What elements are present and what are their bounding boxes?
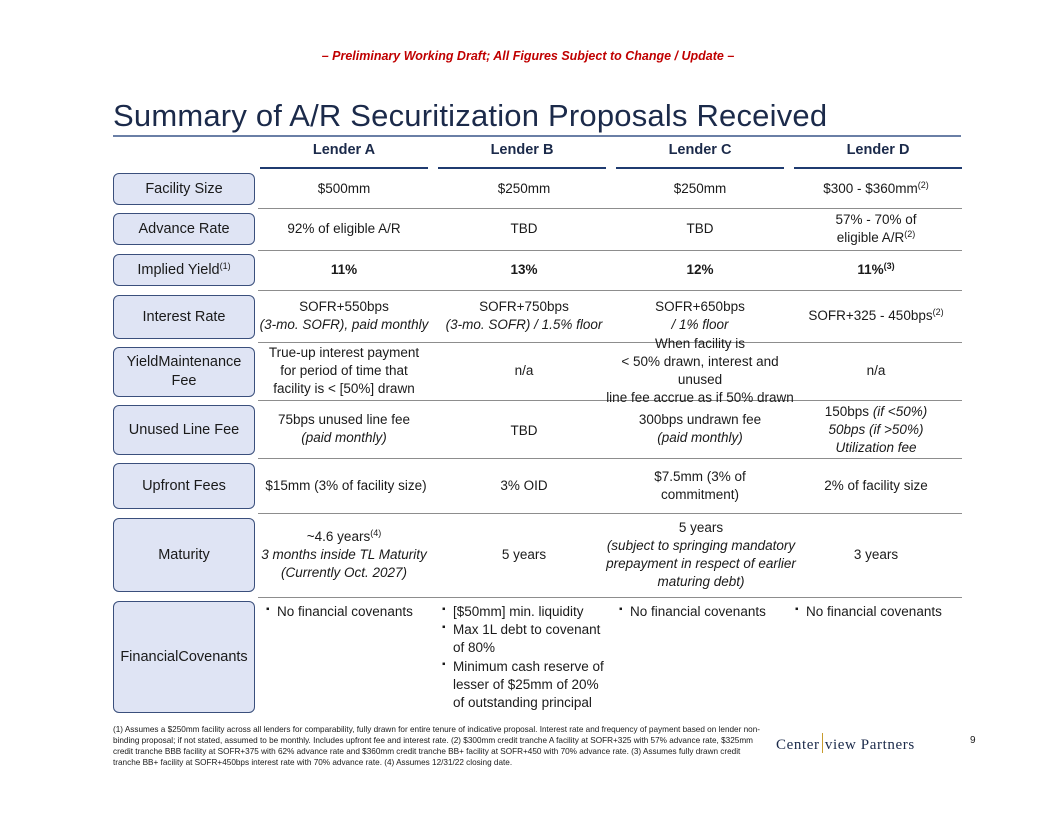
- row-label-financial-covenants: FinancialCovenants: [113, 601, 255, 713]
- row-label-interest-rate: Interest Rate: [113, 295, 255, 339]
- lender-c-underline: [616, 167, 784, 169]
- facility-size-lender-a: $500mm: [317, 180, 371, 196]
- row-divider: [258, 290, 962, 291]
- lender-b-underline: [438, 167, 606, 169]
- unused-line-fee-lender-b: TBD: [510, 422, 538, 438]
- lender-a-underline: [260, 167, 428, 169]
- covenants-lender-d: No financial covenants: [795, 603, 965, 621]
- page-number: 9: [970, 735, 976, 746]
- covenant-item: [$50mm] min. liquidity: [442, 603, 608, 621]
- interest-rate-lender-c: SOFR+650bps/ 1% floor: [655, 298, 745, 332]
- implied-yield-lender-b: 13%: [510, 261, 538, 277]
- lender-d-header: Lender D: [846, 142, 910, 158]
- row-label-unused-line-fee: Unused Line Fee: [113, 405, 255, 455]
- row-label-facility-size: Facility Size: [113, 173, 255, 205]
- yield-maintenance-lender-b: n/a: [514, 362, 534, 378]
- row-label-yield-maintenance-fee: YieldMaintenance Fee: [113, 347, 255, 397]
- covenant-item: No financial covenants: [795, 603, 965, 621]
- advance-rate-lender-a: 92% of eligible A/R: [287, 220, 401, 236]
- implied-yield-lender-c: 12%: [686, 261, 714, 277]
- yield-maintenance-lender-d: n/a: [866, 362, 886, 378]
- covenants-lender-a: No financial covenants: [266, 603, 436, 621]
- interest-rate-lender-d: SOFR+325 - 450bps(2): [808, 306, 944, 323]
- covenant-item: No financial covenants: [619, 603, 789, 621]
- row-label-upfront-fees: Upfront Fees: [113, 463, 255, 509]
- maturity-lender-b: 5 years: [501, 546, 547, 562]
- yield-maintenance-lender-c: When facility is< 50% drawn, interest an…: [606, 335, 794, 406]
- interest-rate-lender-b: SOFR+750bps(3-mo. SOFR) / 1.5% floor: [445, 298, 603, 332]
- row-divider: [258, 458, 962, 459]
- unused-line-fee-lender-a: 75bps unused line fee (paid monthly): [277, 411, 411, 445]
- implied-yield-lender-d: 11%(3): [857, 260, 895, 277]
- lender-b-header: Lender B: [490, 142, 554, 158]
- row-divider: [258, 208, 962, 209]
- lender-c-header: Lender C: [668, 142, 732, 158]
- facility-size-lender-c: $250mm: [673, 180, 727, 196]
- page-title: Summary of A/R Securitization Proposals …: [113, 98, 828, 133]
- covenants-lender-b: [$50mm] min. liquidity Max 1L debt to co…: [442, 603, 608, 712]
- row-label-implied-yield: Implied Yield(1): [113, 254, 255, 286]
- interest-rate-lender-a: SOFR+550bps(3-mo. SOFR), paid monthly: [259, 298, 429, 332]
- row-label-maturity: Maturity: [113, 518, 255, 592]
- row-divider: [258, 513, 962, 514]
- row-label-advance-rate: Advance Rate: [113, 213, 255, 245]
- lender-d-underline: [794, 167, 962, 169]
- lender-a-header: Lender A: [312, 142, 376, 158]
- unused-line-fee-lender-d: 150bps (if <50%) 50bps (if >50%) Utiliza…: [824, 403, 928, 456]
- facility-size-lender-b: $250mm: [497, 180, 551, 196]
- maturity-lender-d: 3 years: [853, 546, 899, 562]
- unused-line-fee-lender-c: 300bps undrawn fee (paid monthly): [638, 411, 762, 445]
- title-divider: [113, 135, 961, 137]
- covenant-item: No financial covenants: [266, 603, 436, 621]
- row-divider: [258, 597, 962, 598]
- row-divider: [258, 400, 962, 401]
- draft-banner: – Preliminary Working Draft; All Figures…: [321, 49, 735, 63]
- advance-rate-lender-b: TBD: [510, 220, 538, 236]
- row-divider: [258, 342, 962, 343]
- covenants-lender-c: No financial covenants: [619, 603, 789, 621]
- upfront-fees-lender-a: $15mm (3% of facility size): [265, 477, 427, 493]
- implied-yield-lender-a: 11%: [330, 261, 358, 277]
- advance-rate-lender-c: TBD: [686, 220, 714, 236]
- lender-header-row: Lender A Lender B Lender C Lender D: [258, 142, 962, 170]
- upfront-fees-lender-d: 2% of facility size: [824, 477, 928, 493]
- covenant-item: Minimum cash reserve of lesser of $25mm …: [442, 658, 608, 713]
- covenant-item: Max 1L debt to covenant of 80%: [442, 621, 608, 657]
- maturity-lender-a: ~4.6 years(4) 3 months inside TL Maturit…: [261, 527, 427, 581]
- facility-size-lender-d: $300 - $360mm(2): [823, 179, 929, 196]
- row-divider: [258, 250, 962, 251]
- maturity-lender-c: 5 years (subject to springing mandatory …: [606, 519, 796, 590]
- logo-divider: [821, 733, 823, 753]
- upfront-fees-lender-b: 3% OID: [500, 477, 548, 493]
- footnote: (1) Assumes a $250mm facility across all…: [113, 725, 760, 768]
